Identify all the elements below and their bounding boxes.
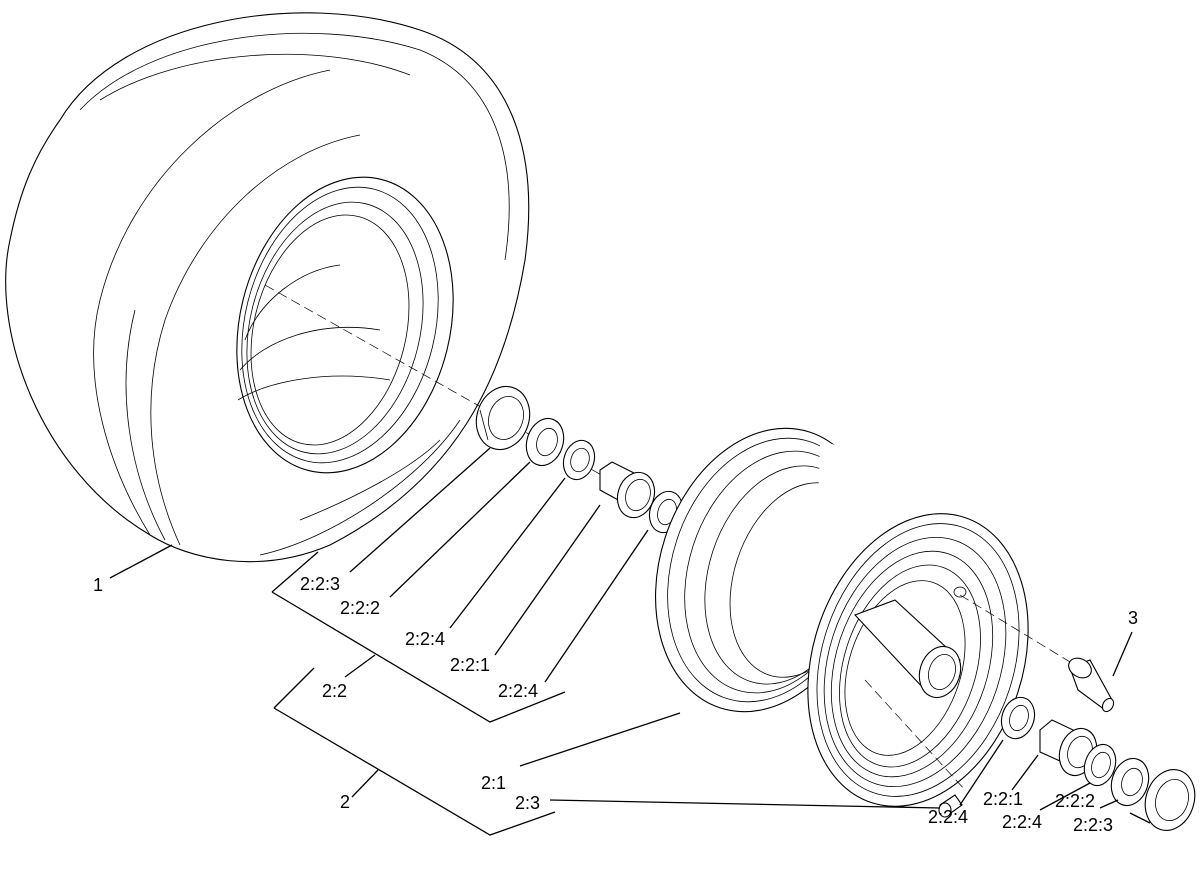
right-bearing-race (1110, 757, 1150, 807)
label-valve-stem: 3 (1128, 608, 1138, 628)
label-left-spacer-a: 2:2:4 (405, 629, 445, 649)
label-rim: 2:1 (481, 773, 506, 793)
right-seal (1144, 769, 1196, 831)
left-bushing (599, 461, 656, 519)
left-spacer-a (562, 439, 596, 481)
left-bearing-race (525, 417, 565, 467)
label-right-bushing: 2:2:1 (983, 789, 1023, 809)
label-right-spacer-a: 2:2:4 (928, 807, 968, 827)
left-seal (475, 385, 531, 451)
label-wheel-assembly: 2 (340, 792, 350, 812)
rim (654, 427, 1029, 830)
tire (5, 12, 530, 563)
leader-lines (109, 447, 1151, 836)
label-right-spacer-b: 2:2:4 (1002, 812, 1042, 832)
grease-fitting (938, 794, 963, 818)
label-left-seal: 2:2:3 (300, 574, 340, 594)
valve-stem (1068, 657, 1115, 713)
label-left-bearing-race: 2:2:2 (340, 598, 380, 618)
callout-labels: 1 2 3 2:2 2:1 2:3 2:2:3 2:2:2 2:2:4 2:2:… (93, 574, 1138, 835)
label-grease-fitting: 2:3 (515, 793, 540, 813)
label-left-bushing: 2:2:1 (450, 655, 490, 675)
right-spacer-b (1083, 743, 1117, 787)
right-spacer-a (1000, 696, 1036, 740)
label-right-seal: 2:2:3 (1073, 815, 1113, 835)
label-tire: 1 (93, 575, 103, 595)
label-bearing-kit: 2:2 (322, 681, 347, 701)
label-right-bearing-race: 2:2:2 (1055, 791, 1095, 811)
label-left-spacer-b: 2:2:4 (498, 681, 538, 701)
